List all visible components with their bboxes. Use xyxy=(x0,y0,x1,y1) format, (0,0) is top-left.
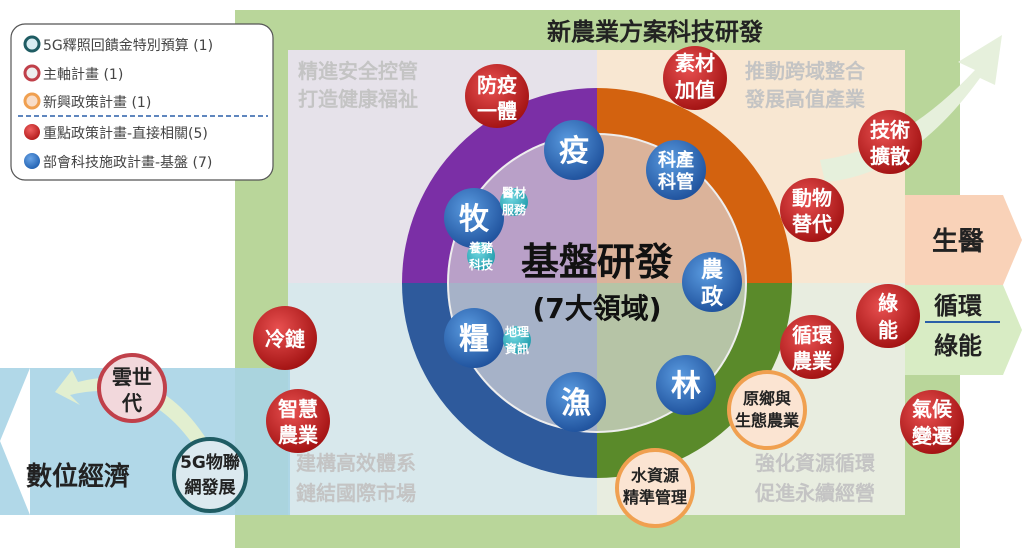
plan-indigenous-eco-agri[interactable]: 原鄉與生態農業 xyxy=(727,370,807,450)
legend-main-label: 主軸計畫 (1) xyxy=(43,67,123,83)
legend-key-icon xyxy=(24,124,40,140)
svg-text:循環農業: 循環農業 xyxy=(792,323,833,373)
plan-climate-change[interactable]: 氣候變遷 xyxy=(900,390,964,454)
growth-arrow xyxy=(820,35,1002,182)
svg-text:氣候變遷: 氣候變遷 xyxy=(912,397,953,448)
svg-text:素材加值: 素材加值 xyxy=(674,51,715,102)
legend-base-icon xyxy=(24,153,40,169)
legend-5g-icon xyxy=(23,35,41,53)
subtopic-medical-materials[interactable]: 醫材服務 xyxy=(500,185,528,217)
plan-5g-iot[interactable]: 5G物聯網發展 xyxy=(172,437,248,513)
svg-text:科產科管: 科產科管 xyxy=(658,149,694,193)
svg-text:農政: 農政 xyxy=(701,258,724,310)
domain-grain[interactable]: 糧 xyxy=(444,308,504,368)
legend-5g-label: 5G釋照回饋金特別預算 (1) xyxy=(43,37,213,54)
svg-text:地理資訊: 地理資訊 xyxy=(505,324,529,356)
svg-text:冷鏈: 冷鏈 xyxy=(265,327,305,351)
legend-main-icon xyxy=(23,64,41,82)
svg-text:疫: 疫 xyxy=(559,134,589,169)
svg-text:5G物聯網發展: 5G物聯網發展 xyxy=(180,452,240,498)
plan-circular-agri[interactable]: 循環農業 xyxy=(780,315,844,379)
digital-economy-label: 數位經濟 xyxy=(26,461,130,492)
plan-tech-diffusion[interactable]: 技術擴散 xyxy=(858,110,922,174)
svg-text:動物替代: 動物替代 xyxy=(792,186,832,236)
domain-livestock[interactable]: 牧 xyxy=(444,188,504,248)
plan-green-energy[interactable]: 綠能 xyxy=(856,284,920,348)
legend-base-label: 部會科技施政計畫-基盤 (7) xyxy=(43,154,212,171)
plan-one-health[interactable]: 防疫一體 xyxy=(465,64,529,128)
plan-material-value[interactable]: 素材加值 xyxy=(663,46,727,110)
plan-animal-alternative[interactable]: 動物替代 xyxy=(780,178,844,242)
svg-text:智慧農業: 智慧農業 xyxy=(278,397,319,447)
legend-emerging-icon xyxy=(23,92,41,110)
svg-text:原鄉與生態農業: 原鄉與生態農業 xyxy=(735,389,800,430)
diagram-title: 新農業方案科技研發 xyxy=(547,18,763,46)
biomedicine-label: 生醫 xyxy=(932,227,984,257)
domain-tech-industry[interactable]: 科產科管 xyxy=(646,140,706,200)
domain-fishery[interactable]: 漁 xyxy=(546,372,606,432)
circular-green-energy-label: 循環綠能 xyxy=(934,292,983,360)
svg-text:養豬科技: 養豬科技 xyxy=(468,240,494,272)
center-subtitle: (7大領域) xyxy=(532,292,661,325)
plan-smart-agri[interactable]: 智慧農業 xyxy=(266,389,330,453)
legend: 5G釋照回饋金特別預算 (1) 主軸計畫 (1) 新興政策計畫 (1) 重點政策… xyxy=(10,23,274,181)
subtopic-geo-info[interactable]: 地理資訊 xyxy=(503,324,531,356)
plan-water-resources[interactable]: 水資源精準管理 xyxy=(615,448,695,528)
domain-agri-policy[interactable]: 農政 xyxy=(682,252,742,312)
quadrant-label-br: 強化資源循環促進永續經營 xyxy=(754,451,876,505)
subtopic-pig-tech[interactable]: 養豬科技 xyxy=(467,240,495,272)
svg-text:技術擴散: 技術擴散 xyxy=(870,118,911,168)
quadrant-label-tr: 推動跨域整合發展高值產業 xyxy=(744,59,866,111)
legend-emerging-label: 新興政策計畫 (1) xyxy=(43,94,151,111)
svg-text:醫材服務: 醫材服務 xyxy=(502,185,527,217)
svg-text:林: 林 xyxy=(671,369,701,404)
svg-text:水資源精準管理: 水資源精準管理 xyxy=(623,466,687,507)
svg-text:牧: 牧 xyxy=(459,202,490,237)
domain-forestry[interactable]: 林 xyxy=(656,355,716,415)
biomedicine-arrow xyxy=(905,195,1022,285)
quadrant-label-bl: 建構高效體系鏈結國際市場 xyxy=(296,451,416,505)
legend-key-label: 重點政策計畫-直接相關(5) xyxy=(43,125,208,142)
plan-cold-chain[interactable]: 冷鏈 xyxy=(253,306,317,370)
quadrant-label-tl: 精進安全控管打造健康福祉 xyxy=(298,59,418,111)
svg-text:防疫一體: 防疫一體 xyxy=(477,73,517,123)
svg-text:糧: 糧 xyxy=(459,322,489,357)
plan-cloud-generation[interactable]: 雲世代 xyxy=(97,353,167,423)
domain-epidemic[interactable]: 疫 xyxy=(544,120,604,180)
svg-text:雲世代: 雲世代 xyxy=(112,365,152,415)
svg-text:漁: 漁 xyxy=(561,386,591,421)
circular-green-energy-arrow xyxy=(905,285,1022,375)
svg-text:綠能: 綠能 xyxy=(878,291,899,342)
center-title: 基盤研發 xyxy=(521,240,673,284)
